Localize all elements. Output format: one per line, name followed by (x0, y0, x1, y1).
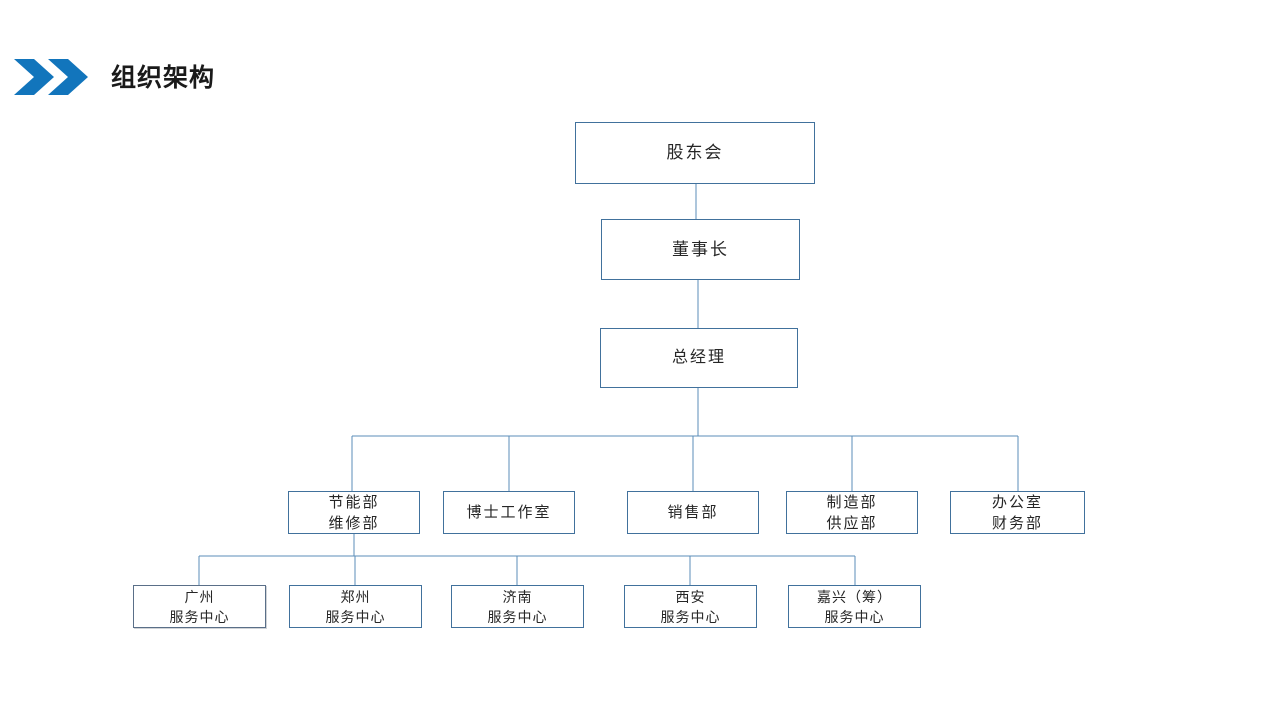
node-label-line-2: 服务中心 (169, 608, 230, 625)
node-office-finance-dept[interactable]: 办公室 财务部 (950, 491, 1085, 534)
node-label: 总经理 (671, 349, 726, 366)
node-jiaxing-service-center[interactable]: 嘉兴（筹） 服务中心 (788, 585, 921, 628)
node-label-line-1: 节能部 (328, 493, 380, 511)
node-label-line-1: 广州 (184, 588, 215, 605)
node-manufacturing-supply-dept[interactable]: 制造部 供应部 (786, 491, 918, 534)
node-energy-maintenance-dept[interactable]: 节能部 维修部 (288, 491, 420, 534)
node-label-line-1: 办公室 (991, 493, 1043, 511)
node-general-manager[interactable]: 总经理 (600, 328, 798, 388)
node-label-line-2: 服务中心 (660, 608, 721, 625)
node-label-line-2: 服务中心 (487, 608, 548, 625)
node-shareholders-meeting[interactable]: 股东会 (575, 122, 815, 184)
node-label: 销售部 (667, 504, 719, 521)
node-label-line-2: 服务中心 (325, 608, 386, 625)
node-label: 董事长 (672, 239, 729, 259)
node-label-line-2: 财务部 (991, 514, 1043, 532)
node-label-line-1: 制造部 (826, 493, 878, 511)
node-xian-service-center[interactable]: 西安 服务中心 (624, 585, 757, 628)
node-guangzhou-service-center[interactable]: 广州 服务中心 (133, 585, 266, 628)
slide-header: 组织架构 (0, 0, 1280, 120)
node-label-line-1: 济南 (502, 588, 533, 605)
node-label-line-2: 服务中心 (824, 608, 885, 625)
page-title: 组织架构 (111, 64, 216, 92)
node-label-line-1: 西安 (675, 588, 706, 605)
node-jinan-service-center[interactable]: 济南 服务中心 (451, 585, 584, 628)
node-zhengzhou-service-center[interactable]: 郑州 服务中心 (289, 585, 422, 628)
node-chairman[interactable]: 董事长 (601, 219, 800, 280)
node-label-line-1: 郑州 (340, 588, 371, 605)
double-chevron-right-icon (14, 59, 88, 95)
node-label-line-2: 维修部 (328, 514, 380, 532)
node-label: 博士工作室 (466, 504, 552, 521)
node-doctoral-studio[interactable]: 博士工作室 (443, 491, 575, 534)
node-label: 股东会 (666, 143, 724, 162)
node-label-line-1: 嘉兴（筹） (817, 588, 892, 605)
node-sales-dept[interactable]: 销售部 (627, 491, 759, 534)
node-label-line-2: 供应部 (826, 514, 878, 532)
